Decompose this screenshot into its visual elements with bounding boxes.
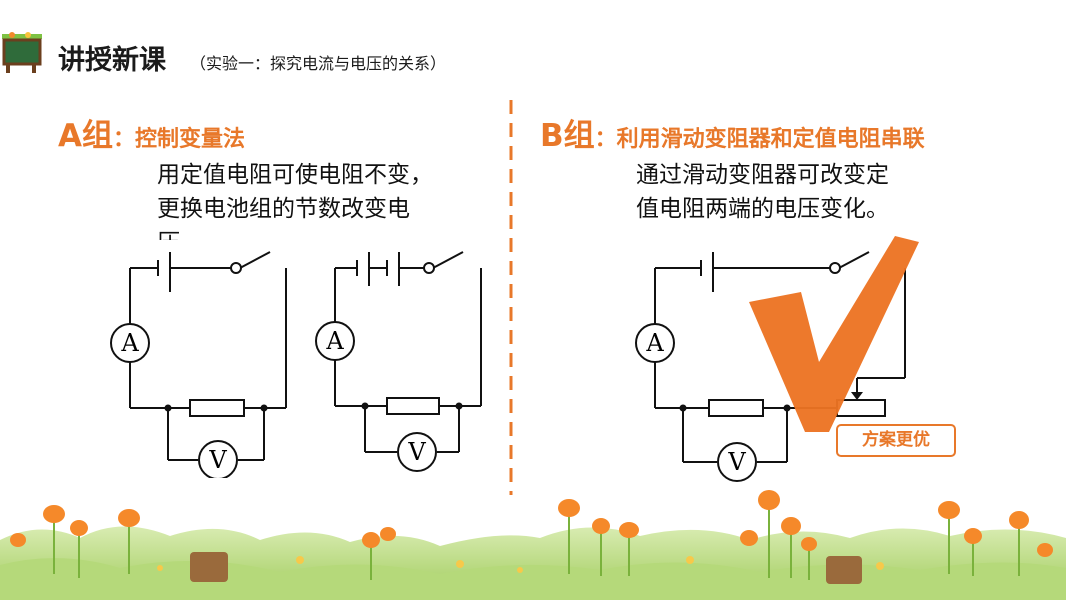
- junction-dot: [361, 402, 369, 410]
- circuit-a-single-cell: A V: [110, 251, 287, 478]
- group-a-heading: A组：控制变量法: [58, 110, 245, 155]
- voltmeter-circle: [397, 432, 437, 472]
- group-a-desc-line3: 压: [157, 226, 487, 240]
- group-a-description: 用定值电阻可使电阻不变， 更换电池组的节数改变电 压: [157, 158, 487, 240]
- switch-blade: [432, 251, 464, 269]
- junction-dot: [260, 404, 268, 412]
- group-a-colon: ：: [113, 127, 136, 152]
- group-a-method: 控制变量法: [135, 127, 246, 152]
- group-b-desc-line2: 值电阻两端的电压变化。: [636, 196, 889, 222]
- page-title: 讲授新课: [58, 45, 166, 76]
- ammeter-label: A: [645, 329, 664, 357]
- ammeter-label: A: [325, 327, 344, 355]
- switch-blade: [239, 251, 271, 269]
- ammeter-label: A: [120, 329, 139, 357]
- fixed-resistor: [386, 397, 440, 415]
- junction-dot: [455, 402, 463, 410]
- group-a-desc-line2: 更换电池组的节数改变电: [157, 196, 410, 222]
- voltmeter-label: V: [407, 438, 426, 466]
- circuit-b-rheostat: A V: [635, 251, 906, 482]
- group-b-heading: B组：利用滑动变阻器和定值电阻串联: [540, 110, 925, 155]
- junction-dot: [783, 404, 791, 412]
- section-divider: [509, 100, 513, 495]
- voltmeter-label: V: [727, 448, 746, 476]
- fixed-resistor: [708, 399, 764, 417]
- switch-blade: [838, 251, 870, 269]
- ammeter-circle: [110, 323, 150, 363]
- slider-arrow: [851, 392, 863, 400]
- group-b-description: 通过滑动变阻器可改变定 值电阻两端的电压变化。: [636, 158, 956, 226]
- group-a-desc-line1: 用定值电阻可使电阻不变，: [157, 162, 433, 188]
- voltmeter-label: V: [208, 446, 227, 474]
- page-subtitle: （实验一：探究电流与电压的关系）: [190, 54, 447, 73]
- better-plan-badge: 方案更优: [836, 424, 956, 457]
- group-a-label: A组: [58, 118, 113, 154]
- switch-pivot: [423, 262, 435, 274]
- fixed-resistor: [189, 399, 245, 417]
- group-b-label: B组: [540, 118, 595, 154]
- voltmeter-circle: [198, 440, 238, 478]
- circuit-a-two-cells: A V: [315, 251, 482, 472]
- switch-pivot: [230, 262, 242, 274]
- group-b-colon: ：: [594, 127, 617, 152]
- tree-stump-decoration: [826, 556, 862, 584]
- group-b-desc-line1: 通过滑动变阻器可改变定: [636, 162, 889, 188]
- ammeter-circle: [635, 323, 675, 363]
- check-mark-icon: [749, 236, 919, 432]
- switch-pivot: [829, 262, 841, 274]
- tree-stump-decoration: [190, 552, 228, 582]
- flower-garden-decoration: [0, 490, 1066, 600]
- voltmeter-circle: [717, 442, 757, 482]
- ammeter-circle: [315, 321, 355, 361]
- junction-dot: [164, 404, 172, 412]
- blackboard-icon: [2, 32, 42, 73]
- junction-dot: [679, 404, 687, 412]
- group-b-method: 利用滑动变阻器和定值电阻串联: [616, 127, 925, 152]
